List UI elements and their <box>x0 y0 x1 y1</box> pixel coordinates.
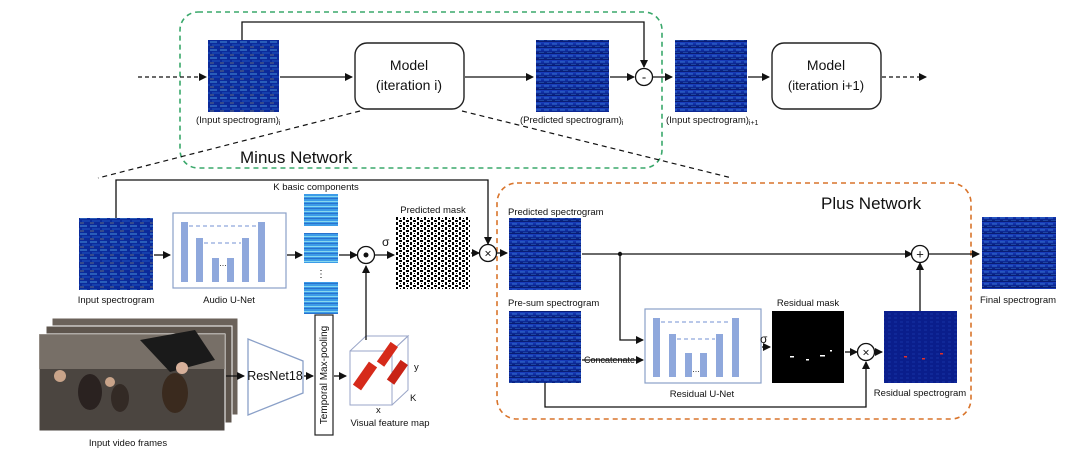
basic-component-2 <box>304 233 338 263</box>
residual-unet-label: Residual U-Net <box>670 389 735 400</box>
residual-spec-marks <box>904 353 943 360</box>
zoom-line-left <box>97 110 361 179</box>
arrow-input-to-minus-feedback <box>241 21 648 68</box>
basic-component-k <box>304 282 338 314</box>
arrow-input-skip-to-multiply <box>115 179 492 245</box>
audio-unet-label: Audio U-Net <box>203 295 255 306</box>
input-video-frames-label: Input video frames <box>89 438 167 449</box>
input-spectrogram-label: Input spectrogram <box>78 295 155 306</box>
top-predicted-spectrogram-label: (Predicted spectrogram)i <box>520 115 624 127</box>
plus-operator <box>910 244 930 264</box>
multiply-operator-symbol: × <box>484 247 491 261</box>
minus-operator <box>634 67 654 87</box>
residual-mask-dots <box>790 350 832 361</box>
residual-mask <box>772 311 844 383</box>
final-spectrogram <box>982 217 1056 289</box>
predicted-spectrogram <box>509 218 581 290</box>
presum-spectrogram <box>509 311 581 383</box>
model-iteration-i1-title: Model <box>807 57 845 73</box>
residual-multiply-operator <box>856 342 876 362</box>
feature-axis-k: K <box>410 393 417 404</box>
resnet18-trapezoid <box>247 338 304 416</box>
audio-unet-bars <box>181 222 265 282</box>
multiply-operator <box>478 243 498 263</box>
minus-operator-symbol: - <box>642 70 646 85</box>
resnet18-label: ResNet18 <box>247 369 303 383</box>
presum-spectrogram-label: Pre-sum spectrogram <box>508 298 599 309</box>
sigma-mask: σ <box>382 235 390 249</box>
model-iteration-i-box <box>354 42 465 110</box>
predicted-mask-label: Predicted mask <box>400 205 466 216</box>
predicted-spectrogram-label: Predicted spectrogram <box>508 207 604 218</box>
plus-network-label: Plus Network <box>821 194 922 213</box>
residual-spectrogram <box>884 311 957 383</box>
dot-product-symbol <box>363 252 369 258</box>
temporal-maxpool-box <box>314 314 334 436</box>
top-predicted-spectrogram <box>536 40 609 112</box>
model-iteration-i-title: Model <box>390 57 428 73</box>
zoom-line-right <box>461 110 733 179</box>
residual-unet-bars <box>653 318 739 377</box>
input-spectrogram <box>79 218 153 290</box>
arrow-pred-to-residual-unet <box>619 254 644 344</box>
feature-axis-y: y <box>414 362 419 373</box>
model-iteration-i1-sub: (iteration i+1) <box>788 78 864 93</box>
concatenate-label: Concatenate <box>584 355 635 365</box>
sigma-residual: σ <box>760 332 768 346</box>
top-input-spectrogram-label: (Input spectrogram)i <box>196 115 281 127</box>
component-dots: ⋮ <box>316 269 326 280</box>
residual-multiply-symbol: × <box>862 346 869 360</box>
visual-feature-map-label: Visual feature map <box>350 418 429 429</box>
residual-spectrogram-label: Residual spectrogram <box>874 388 966 399</box>
input-video-frames <box>38 317 239 432</box>
residual-mask-label: Residual mask <box>777 298 840 309</box>
temporal-maxpool-label: Temporal Max-pooling <box>319 326 330 424</box>
predicted-mask <box>396 217 470 289</box>
basic-component-1 <box>304 194 338 226</box>
minus-network-label: Minus Network <box>240 148 353 167</box>
audio-unet-dots: ... <box>219 258 227 268</box>
visual-feature-map <box>349 334 410 406</box>
model-iteration-i1-box <box>771 42 882 110</box>
residual-unet-dots: ... <box>692 364 700 374</box>
audio-unet-skips <box>189 225 257 244</box>
residual-unet-skips <box>661 321 731 340</box>
k-basic-components-label: K basic components <box>273 182 359 193</box>
plus-operator-symbol: + <box>916 247 924 262</box>
next-input-spectrogram <box>675 40 747 112</box>
model-iteration-i-sub: (iteration i) <box>376 77 442 93</box>
residual-unet-box <box>644 308 762 384</box>
arrow-presum-bypass <box>544 361 870 408</box>
feature-axis-x: x <box>376 405 381 416</box>
next-input-spectrogram-label: (Input spectrogram)i+1 <box>666 115 759 127</box>
final-spectrogram-label: Final spectrogram <box>980 295 1056 306</box>
plus-network-frame <box>496 182 972 420</box>
minus-network-frame <box>179 11 663 169</box>
top-input-spectrogram <box>208 40 279 112</box>
